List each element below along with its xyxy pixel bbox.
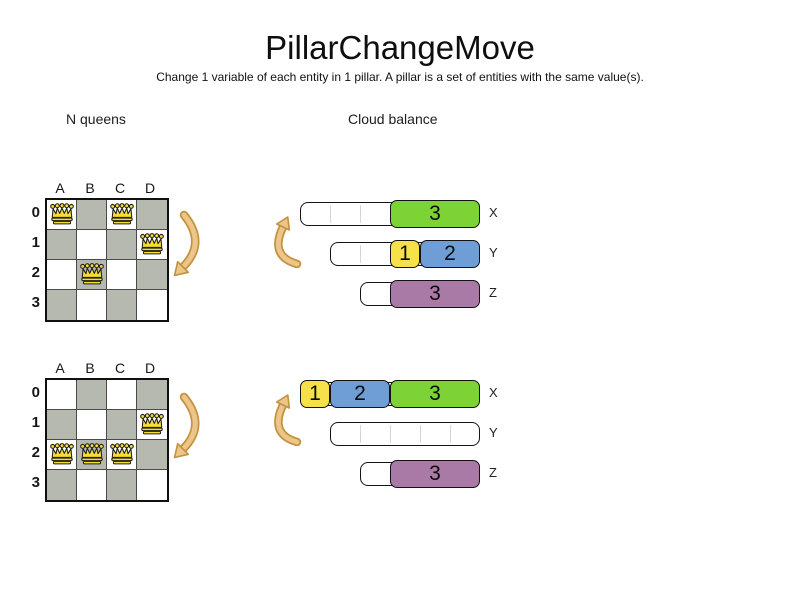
page-title: PillarChangeMove — [265, 29, 535, 66]
board-cell — [77, 410, 107, 440]
board-row-label: 0 — [31, 204, 40, 221]
board-cell — [107, 260, 137, 290]
bar-label: Y — [489, 245, 498, 260]
board-cell — [107, 290, 137, 320]
board-cell — [47, 290, 77, 320]
board-row-label: 1 — [31, 414, 40, 431]
queen-icon — [49, 203, 74, 225]
curved-arrow-down-icon — [173, 392, 200, 459]
board-cell — [137, 200, 167, 230]
queen-icon — [109, 443, 134, 465]
board-cell — [77, 440, 107, 470]
slot-divider — [390, 425, 391, 443]
curved-arrow-up-icon — [274, 216, 302, 268]
queen-icon — [79, 263, 104, 285]
queen-icon — [140, 413, 164, 435]
board-cell — [47, 440, 77, 470]
slot-divider — [360, 205, 361, 223]
board-row-label: 0 — [31, 384, 40, 401]
board-cell — [137, 260, 167, 290]
page-subtitle: Change 1 variable of each entity in 1 pi… — [156, 70, 644, 84]
board-cell — [137, 440, 167, 470]
board-cell — [47, 410, 77, 440]
board-cell — [107, 470, 137, 500]
queen-icon — [140, 233, 164, 255]
computer-bar: 3 — [360, 460, 480, 488]
queen-icon — [109, 203, 134, 225]
chessboard — [45, 378, 169, 502]
board-cell — [77, 470, 107, 500]
process-block: 3 — [390, 460, 480, 488]
board-cell — [47, 380, 77, 410]
process-block: 2 — [330, 380, 390, 408]
board-column-label: B — [85, 180, 95, 196]
curved-arrow-up-icon — [274, 394, 302, 446]
section-label-cloudbalance: Cloud balance — [348, 111, 438, 127]
process-block: 3 — [390, 200, 480, 228]
board-cell — [107, 410, 137, 440]
board-column-label: A — [55, 180, 65, 196]
process-block: 3 — [390, 280, 480, 308]
board-cell — [47, 230, 77, 260]
bar-label: Z — [489, 465, 497, 480]
board-row-label: 2 — [31, 444, 40, 461]
board-row-label: 1 — [31, 234, 40, 251]
board-cell — [107, 440, 137, 470]
board-cell — [107, 380, 137, 410]
board-cell — [77, 380, 107, 410]
queen-icon — [49, 443, 74, 465]
board-cell — [47, 200, 77, 230]
process-block: 2 — [420, 240, 480, 268]
board-cell — [137, 380, 167, 410]
computer-bar: 3 — [360, 280, 480, 308]
board-column-label: D — [144, 180, 156, 196]
process-block: 1 — [300, 380, 330, 408]
board-row-label: 3 — [31, 294, 40, 311]
board-cell — [107, 200, 137, 230]
section-label-nqueens: N queens — [66, 111, 126, 127]
board-cell — [77, 290, 107, 320]
board-cell — [107, 230, 137, 260]
board-row-label: 2 — [31, 264, 40, 281]
slot-divider — [450, 425, 451, 443]
board-column-label: C — [114, 180, 126, 196]
slot-divider — [360, 425, 361, 443]
board-cell — [137, 410, 167, 440]
board-row-label: 3 — [31, 474, 40, 491]
board-column-label: B — [85, 360, 95, 376]
curved-arrow-down-icon — [173, 210, 200, 277]
board-cell — [137, 290, 167, 320]
board-cell — [77, 260, 107, 290]
board-cell — [77, 200, 107, 230]
board-cell — [137, 230, 167, 260]
chessboard — [45, 198, 169, 322]
computer-bar: 3 — [300, 200, 480, 228]
board-column-label: C — [114, 360, 126, 376]
queen-icon — [79, 443, 104, 465]
board-cell — [137, 470, 167, 500]
slot-divider — [420, 425, 421, 443]
computer-bar — [330, 422, 480, 446]
bar-label: Z — [489, 285, 497, 300]
board-cell — [47, 470, 77, 500]
board-cell — [47, 260, 77, 290]
bar-label: X — [489, 385, 498, 400]
process-block: 1 — [390, 240, 420, 268]
board-column-label: A — [55, 360, 65, 376]
board-column-label: D — [144, 360, 156, 376]
bar-label: X — [489, 205, 498, 220]
board-cell — [77, 230, 107, 260]
process-block: 3 — [390, 380, 480, 408]
slot-divider — [330, 205, 331, 223]
bar-label: Y — [489, 425, 498, 440]
slot-divider — [360, 245, 361, 263]
